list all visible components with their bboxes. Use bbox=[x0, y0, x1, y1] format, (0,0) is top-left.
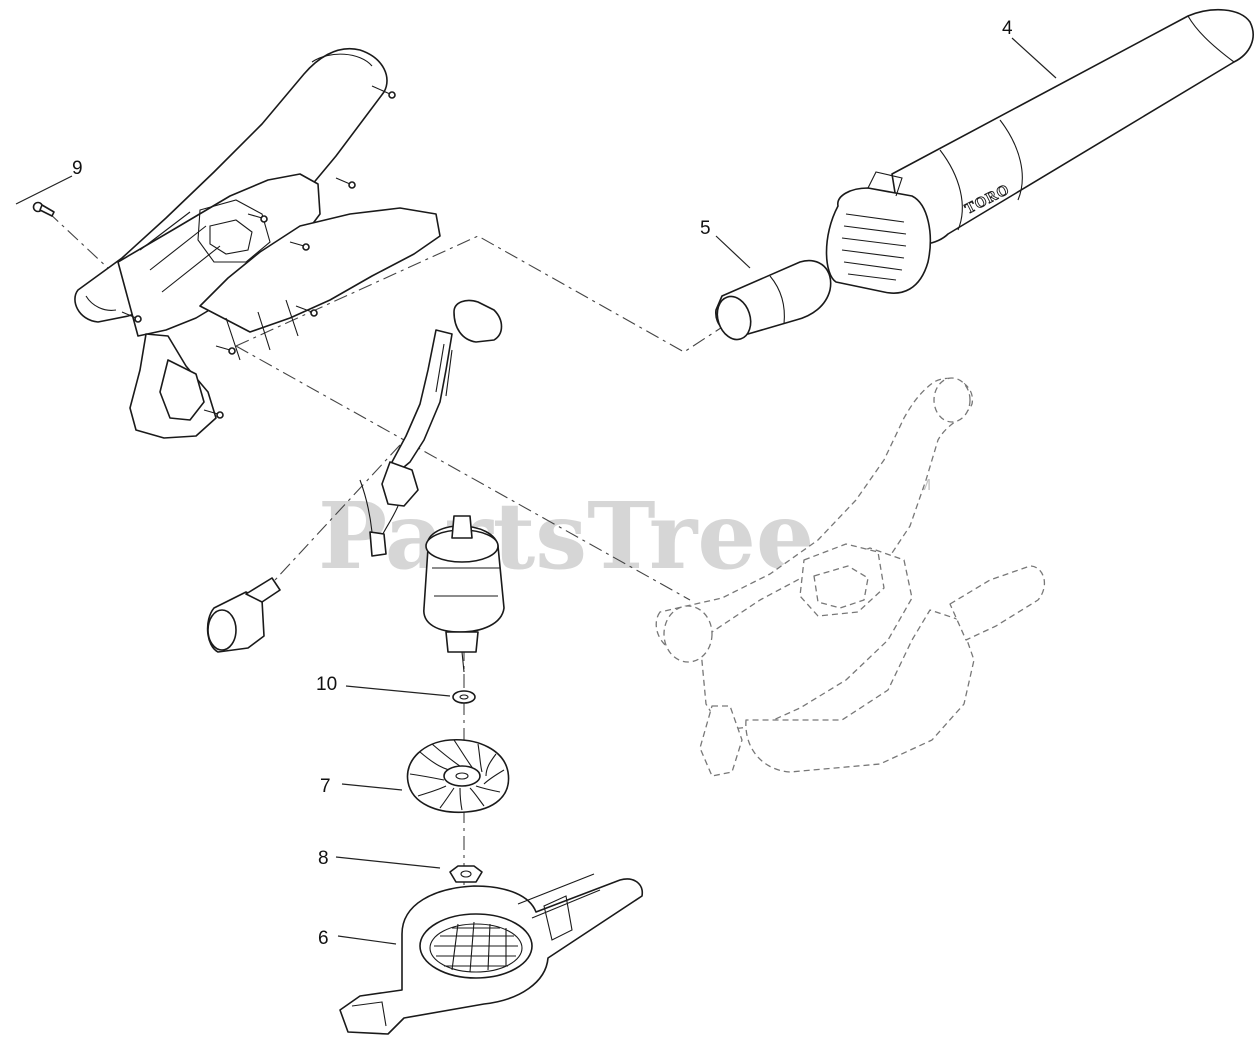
nozzle-adapter-part-5 bbox=[715, 259, 832, 341]
callout-label-8: 8 bbox=[318, 848, 329, 869]
motor bbox=[423, 515, 505, 673]
callout-label-6: 6 bbox=[318, 928, 329, 949]
assembled-housing-reference bbox=[655, 377, 1046, 777]
callout-label-4: 4 bbox=[1002, 18, 1013, 39]
power-plug bbox=[206, 577, 281, 653]
housing-screws bbox=[121, 85, 396, 419]
callout-10: 10 bbox=[316, 674, 451, 697]
nut-part-8 bbox=[449, 865, 483, 883]
screw-part-9 bbox=[32, 201, 55, 217]
callout-9: 9 bbox=[15, 158, 83, 205]
callout-4: 4 bbox=[1002, 18, 1057, 79]
fan-impeller-part-7 bbox=[406, 739, 510, 814]
washer-part-10 bbox=[452, 690, 476, 704]
callout-7: 7 bbox=[320, 776, 403, 797]
callout-8: 8 bbox=[318, 848, 441, 869]
callout-6: 6 bbox=[318, 928, 397, 949]
callout-label-5: 5 bbox=[700, 218, 711, 239]
callout-5: 5 bbox=[700, 218, 751, 269]
blower-tube-part-4: TORO bbox=[825, 8, 1254, 294]
left-housing-half bbox=[74, 47, 441, 439]
switch-wiring-harness bbox=[359, 299, 503, 557]
callout-label-7: 7 bbox=[320, 776, 331, 797]
callout-label-10: 10 bbox=[316, 674, 337, 695]
callout-label-9: 9 bbox=[72, 158, 83, 179]
lower-housing-part-6 bbox=[339, 873, 644, 1035]
